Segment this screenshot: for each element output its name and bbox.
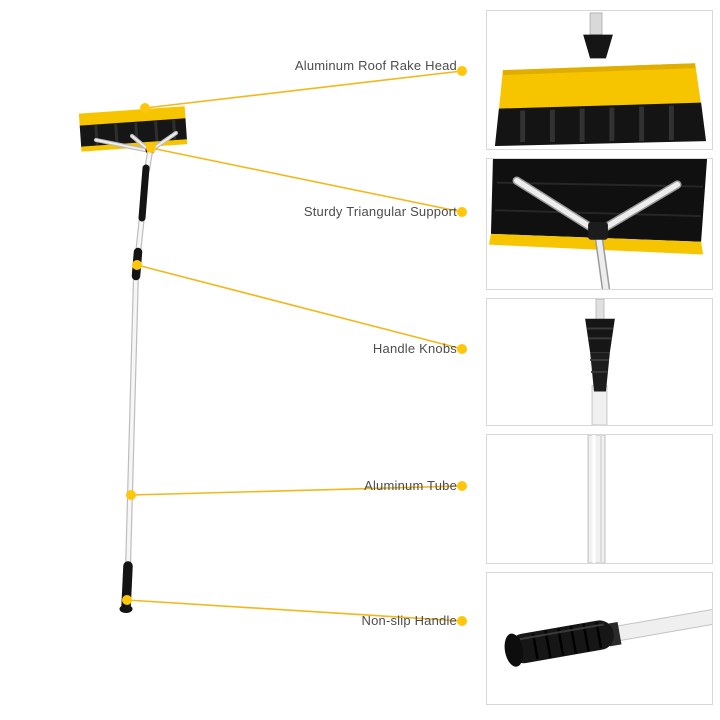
upper-clamp bbox=[138, 164, 150, 222]
dot-tube-label bbox=[457, 481, 467, 491]
dot-handle-label bbox=[457, 616, 467, 626]
callout-line-head bbox=[144, 70, 463, 109]
dot-knobs-label bbox=[457, 344, 467, 354]
callout-line-knobs bbox=[136, 264, 463, 350]
dot-support-part bbox=[146, 143, 156, 153]
callout-label-support: Sturdy Triangular Support bbox=[303, 204, 457, 219]
aluminum-tube-image bbox=[587, 435, 606, 563]
callout-lines bbox=[126, 70, 463, 622]
non-slip-handle-detail bbox=[486, 572, 713, 705]
rake-head-front-detail bbox=[486, 10, 713, 150]
handle-knob-detail bbox=[486, 298, 713, 426]
non-slip-handle-image bbox=[504, 605, 712, 667]
triangular-support-detail bbox=[486, 158, 713, 290]
callout-line-handle bbox=[126, 599, 463, 622]
callout-line-tube bbox=[130, 485, 463, 496]
triangular-support-image bbox=[488, 159, 708, 289]
pole bbox=[119, 149, 153, 613]
rake-head bbox=[78, 106, 188, 152]
dot-head-label bbox=[457, 66, 467, 76]
dot-tube-part bbox=[126, 490, 136, 500]
callout-label-handle: Non-slip Handle bbox=[361, 613, 457, 628]
dot-handle-part bbox=[122, 595, 132, 605]
callout-dots bbox=[122, 66, 467, 626]
handle-knob-image bbox=[585, 299, 615, 425]
callout-label-knobs: Handle Knobs bbox=[372, 341, 457, 356]
callout-line-support bbox=[150, 147, 463, 213]
dot-head-part bbox=[140, 103, 150, 113]
dot-support-label bbox=[457, 207, 467, 217]
callout-label-tube: Aluminum Tube bbox=[364, 478, 457, 493]
rake-head-front-image bbox=[494, 12, 707, 147]
callout-label-head: Aluminum Roof Rake Head bbox=[294, 58, 457, 73]
dot-knob-part bbox=[132, 260, 142, 270]
aluminum-tube-detail bbox=[486, 434, 713, 564]
